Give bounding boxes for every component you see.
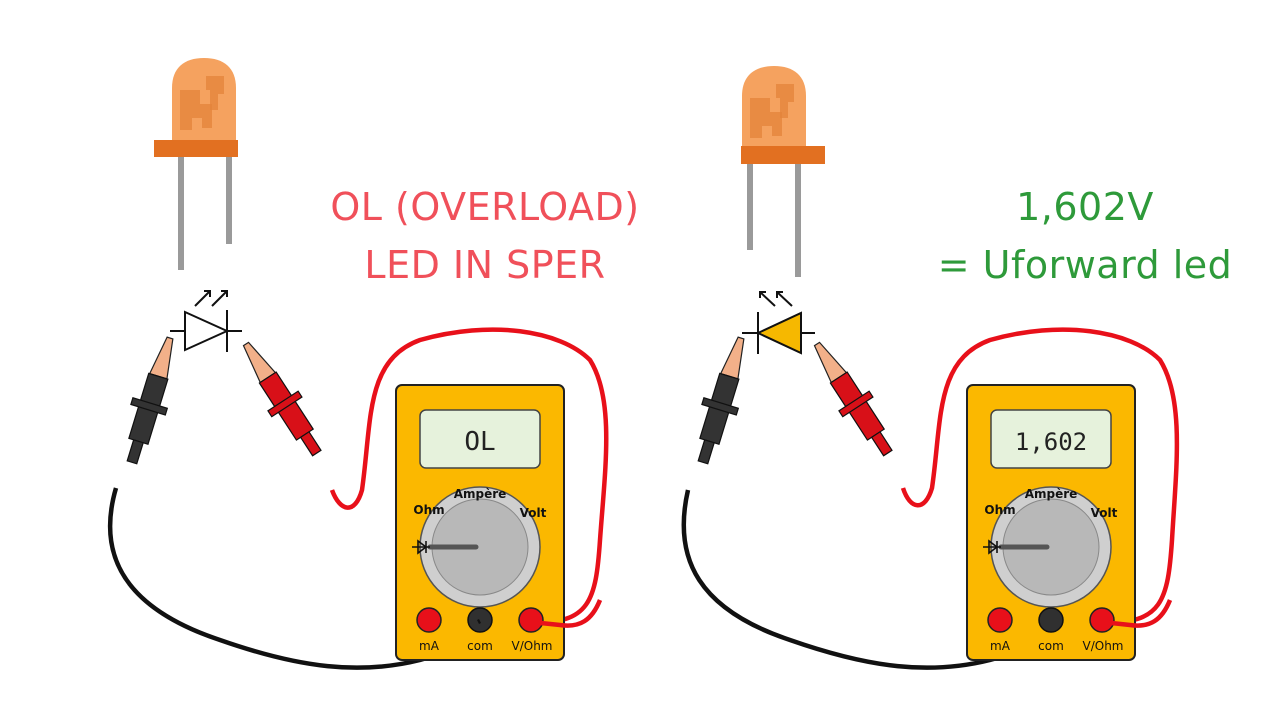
label-volt-right: Volt — [1091, 506, 1118, 520]
red-wire-left — [329, 327, 609, 625]
label-ampere-left: Ampère — [454, 487, 507, 501]
socket-label-vohm-left: V/Ohm — [512, 639, 553, 653]
caption-right-line1: 1,602V — [1016, 185, 1154, 229]
label-ohm-left: Ohm — [413, 503, 444, 517]
caption-right-line2: = Uforward led — [937, 243, 1233, 287]
multimeter-left: OL Ohm Ampère Volt mA com V/Ohm — [396, 385, 564, 660]
socket-label-ma-left: mA — [419, 639, 440, 653]
meter-display-left: OL — [464, 427, 495, 457]
socket-label-com-right: com — [1038, 639, 1064, 653]
caption-right: 1,602V = Uforward led — [920, 178, 1250, 294]
multimeter-right: 1,602 Ohm Ampère Volt mA com V/Ohm — [967, 385, 1135, 660]
caption-left: OL (OVERLOAD) LED IN SPER — [310, 178, 660, 294]
caption-left-line2: LED IN SPER — [364, 243, 606, 287]
black-probe-right — [685, 332, 759, 469]
caption-left-line1: OL (OVERLOAD) — [330, 185, 640, 229]
red-wire-right — [900, 327, 1180, 625]
label-ampere-right: Ampère — [1025, 487, 1078, 501]
label-volt-left: Volt — [520, 506, 547, 520]
diode-symbol-right — [742, 291, 815, 355]
red-probe-right — [801, 333, 904, 464]
socket-label-vohm-right: V/Ohm — [1083, 639, 1124, 653]
left-panel: OL Ohm Ampère Volt mA com V/Ohm — [107, 58, 609, 670]
socket-label-com-left: com — [467, 639, 493, 653]
label-ohm-right: Ohm — [984, 503, 1015, 517]
black-probe-left — [114, 332, 188, 469]
diode-symbol-left — [170, 290, 242, 352]
red-probe-left — [230, 333, 333, 464]
led-component-left — [154, 58, 238, 270]
right-panel: 1,602 Ohm Ampère Volt mA com V/Ohm — [681, 66, 1180, 670]
meter-display-right: 1,602 — [1015, 428, 1087, 456]
socket-label-ma-right: mA — [990, 639, 1011, 653]
led-component-right — [741, 66, 825, 277]
